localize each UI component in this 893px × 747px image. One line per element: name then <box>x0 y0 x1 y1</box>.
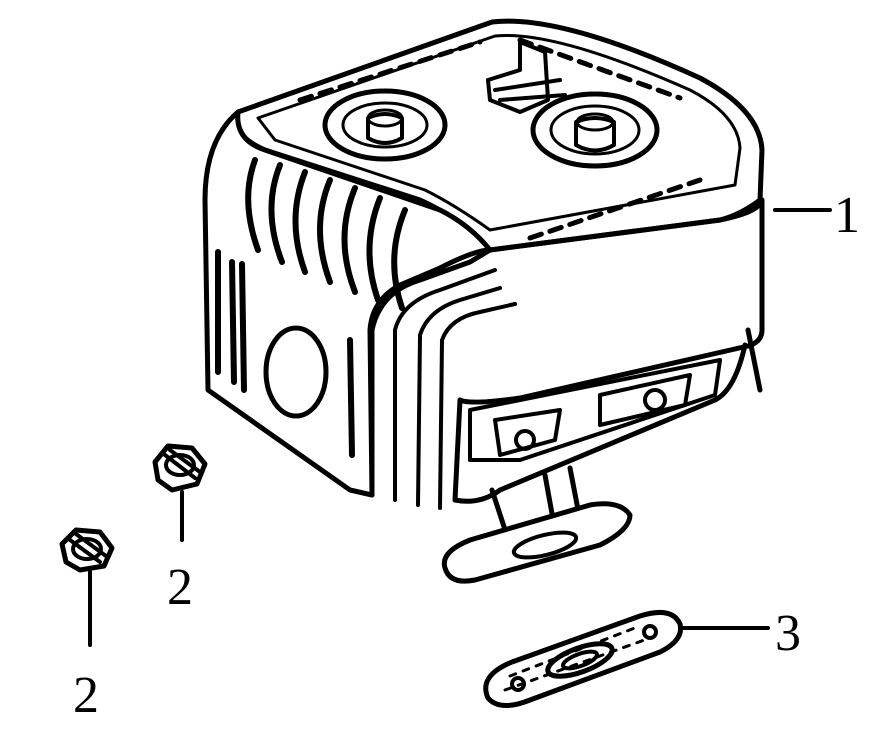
callout-3: 3 <box>775 605 801 662</box>
nut-upper <box>152 443 208 493</box>
callout-1: 1 <box>834 187 860 244</box>
leader-lines <box>88 208 832 647</box>
gasket <box>483 609 684 708</box>
callout-2-lower: 2 <box>73 667 99 724</box>
callout-2-upper: 2 <box>167 559 193 616</box>
muffler-body <box>202 18 765 584</box>
nut-lower <box>59 527 115 573</box>
